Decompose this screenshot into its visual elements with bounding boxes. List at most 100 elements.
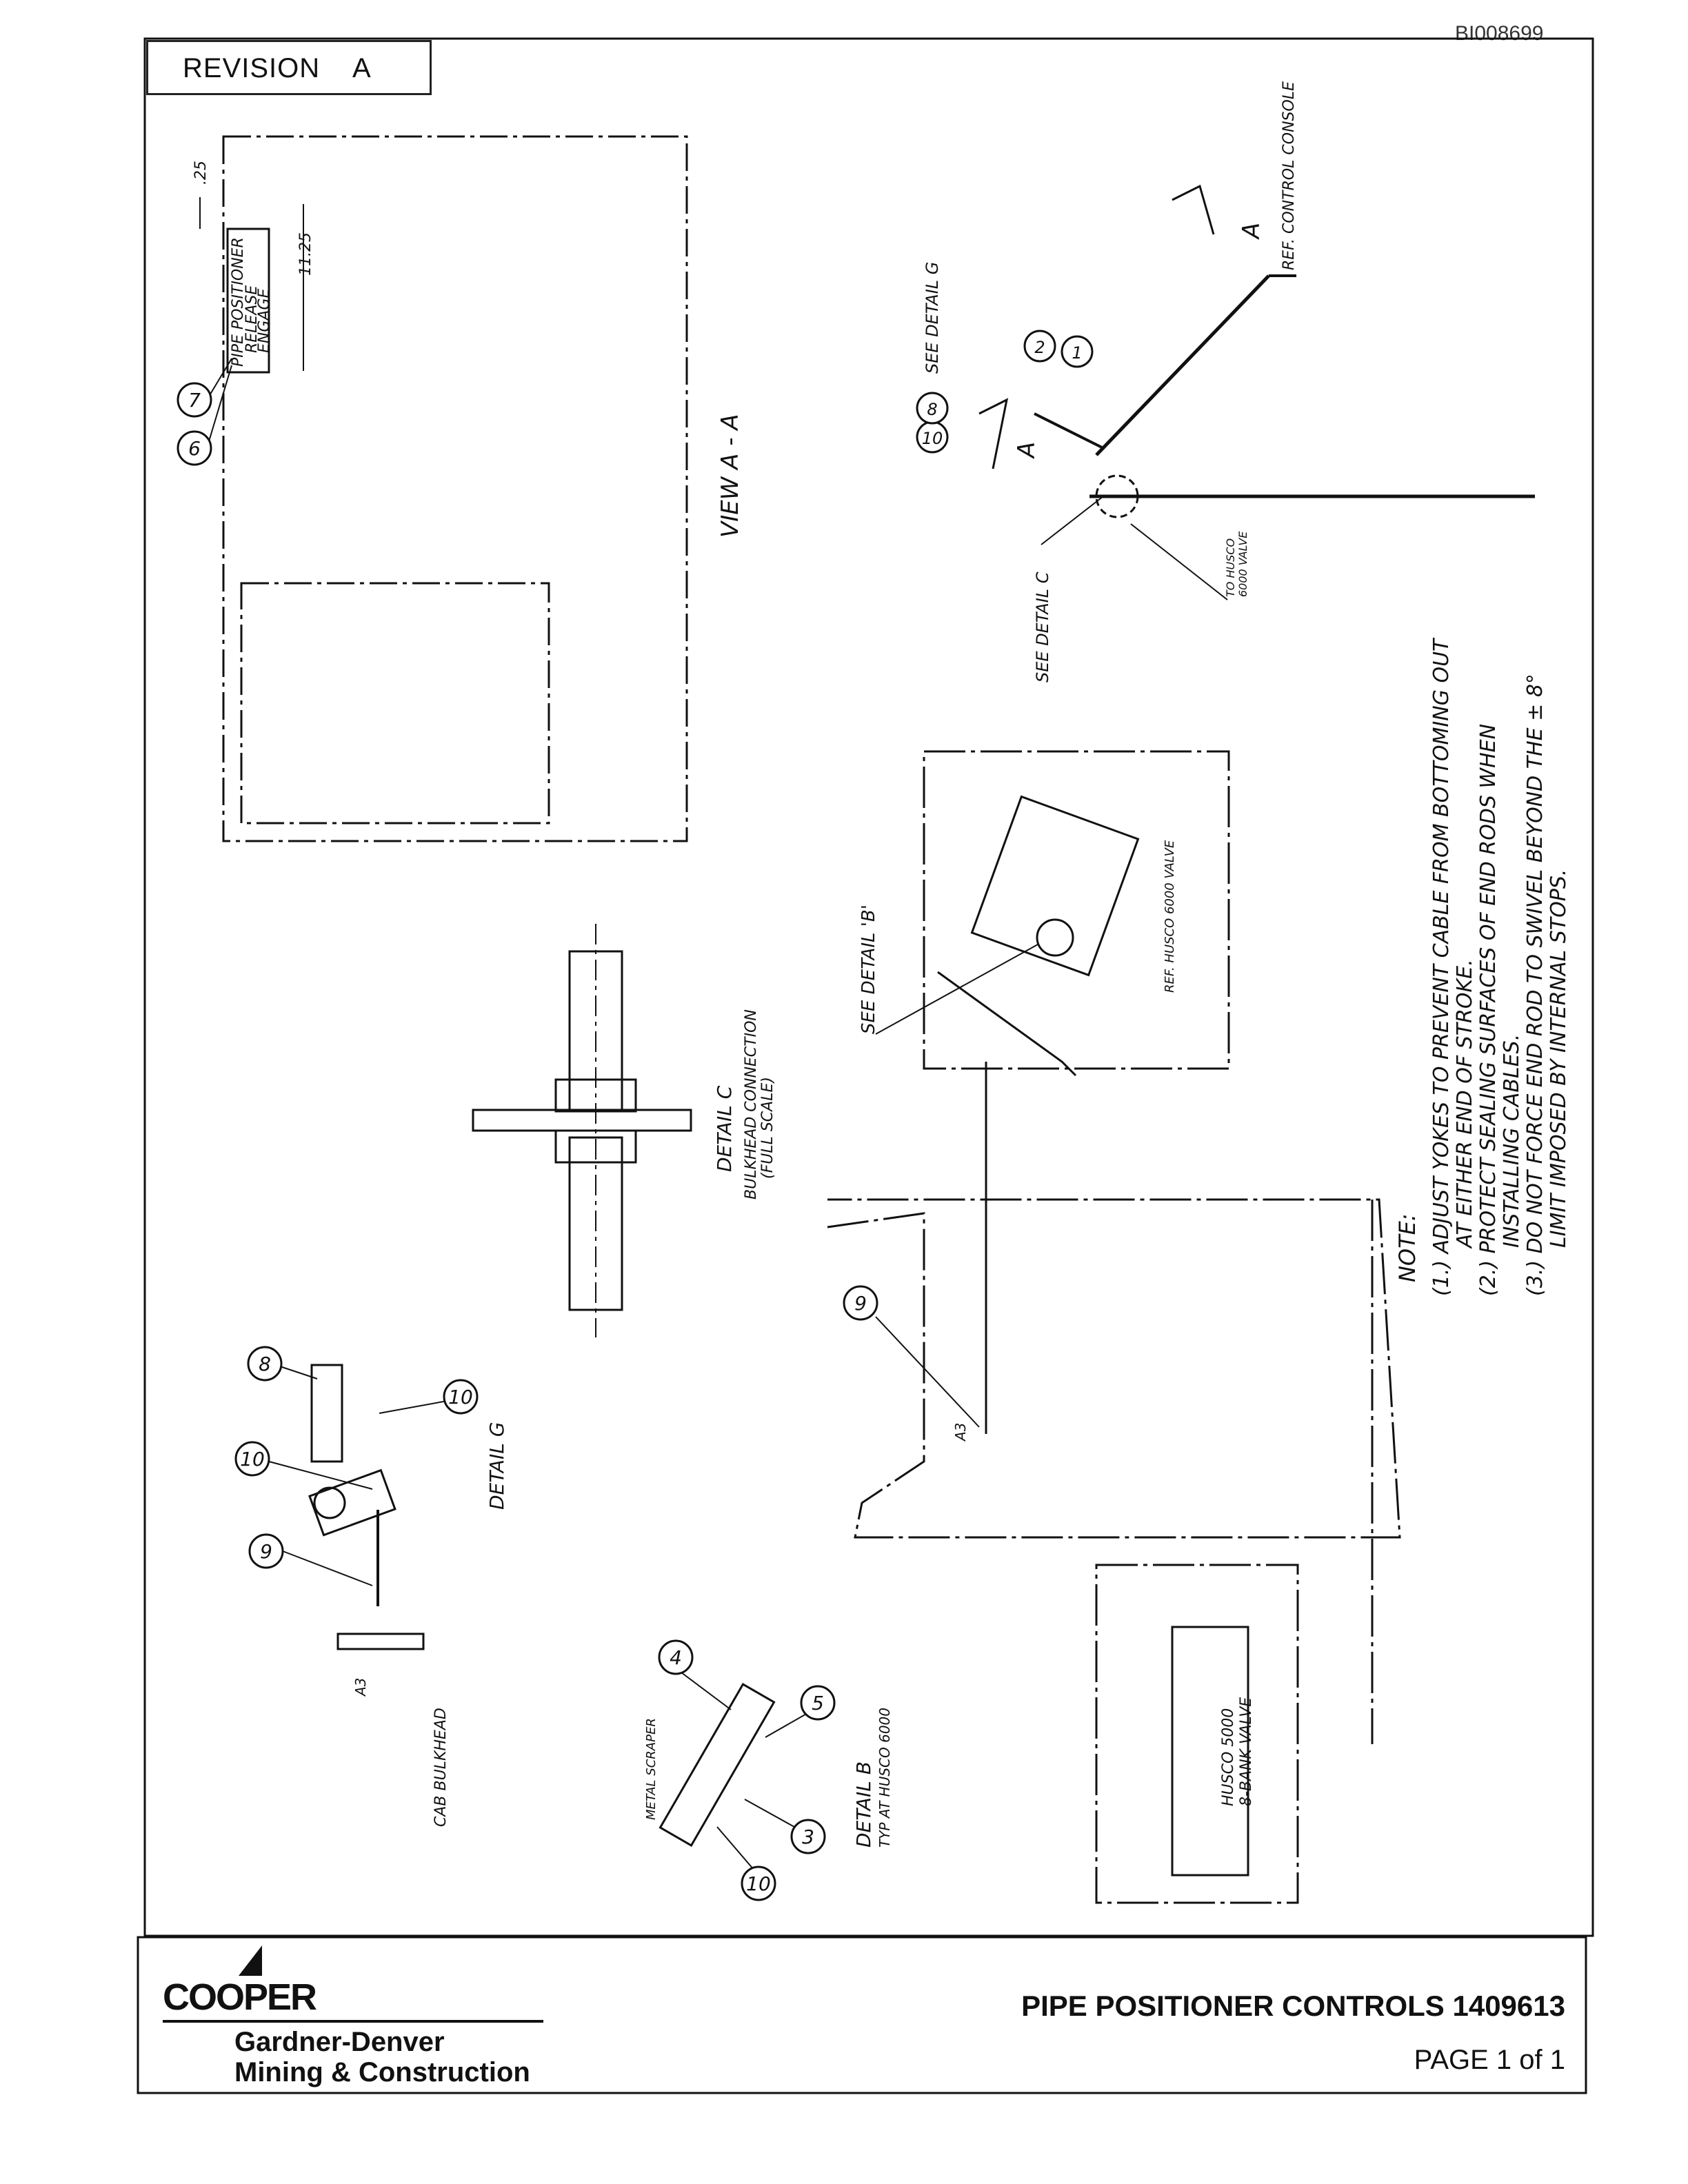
callout-10-main-text: 10 <box>922 429 943 448</box>
callout-10-g-left-text: 10 <box>240 1448 265 1470</box>
logo-flag-icon <box>239 1945 262 1976</box>
detail-b-sub: TYP AT HUSCO 6000 <box>876 1708 893 1848</box>
plate-text-1: PIPE POSITIONER <box>230 237 247 367</box>
lever-arm <box>1034 412 1104 449</box>
page-number: PAGE 1 of 1 <box>1414 2045 1565 2075</box>
see-detail-g-text: SEE DETAIL G <box>923 262 942 374</box>
callout-10-b <box>741 1866 776 1901</box>
logo-division-2: Mining & Construction <box>234 2057 530 2087</box>
leader-callout-7 <box>206 358 232 401</box>
detail-c-lower-tube <box>568 1136 623 1311</box>
leader-callout-6 <box>206 365 232 449</box>
metal-scraper-text: METAL SCRAPER <box>644 1718 659 1820</box>
husco-bank-line1: HUSCO 5000 <box>1220 1708 1237 1806</box>
detail-c-desc: BULKHEAD CONNECTION <box>743 1009 760 1200</box>
detail-g-leader-10b <box>379 1399 456 1414</box>
callout-8-g-text: 8 <box>259 1353 271 1375</box>
plate-text-2: RELEASE <box>243 285 261 353</box>
revision-value: A <box>352 53 371 83</box>
detail-c-scale: (FULL SCALE) <box>759 1077 776 1179</box>
callout-2-main-text: 2 <box>1034 338 1045 357</box>
callout-9-valve-text: 9 <box>854 1292 867 1315</box>
detail-b-label: DETAIL B <box>852 1761 875 1848</box>
callout-8-main <box>916 392 949 425</box>
callout-10-g-right-text: 10 <box>448 1386 473 1408</box>
detail-c-bulkhead-plate <box>472 1109 692 1132</box>
detail-g-bracket <box>310 1364 343 1463</box>
detail-c-upper-tube <box>568 950 623 1111</box>
detail-g-leader-8 <box>275 1364 318 1379</box>
callout-1-main-text: 1 <box>1072 343 1082 363</box>
callout-6 <box>177 430 212 466</box>
detail-g-label: DETAIL G <box>485 1422 508 1510</box>
cab-bulkhead-text: CAB BULKHEAD <box>432 1708 450 1827</box>
detail-c-nut-upper <box>554 1078 637 1113</box>
logo-company-name: COOPER <box>163 1976 317 2018</box>
detail-g-port-label: A3 <box>352 1678 369 1697</box>
note-line-2: AT EITHER END OF STROKE. <box>1453 959 1477 1249</box>
to-husco-text-1: TO HUSCO <box>1224 538 1237 597</box>
callout-9-g-text: 9 <box>260 1540 272 1563</box>
dim-1125-text: 11.25 <box>297 232 314 276</box>
company-logo: COOPER Gardner-Denver Mining & Construct… <box>163 1945 549 2097</box>
detail-g-pivot <box>313 1486 346 1519</box>
husco-bank-outline <box>1095 1564 1299 1904</box>
callout-2-main <box>1023 330 1056 363</box>
detail-g-lever <box>308 1468 396 1537</box>
callout-8-g <box>247 1346 283 1382</box>
note-line-3: (2.) PROTECT SEALING SURFACES OF END ROD… <box>1476 724 1500 1296</box>
note-line-4: INSTALLING CABLES. <box>1500 1034 1524 1248</box>
callout-5-b-text: 5 <box>812 1692 824 1715</box>
cable-line-diagonal <box>1095 274 1270 456</box>
positioner-plate <box>226 228 270 374</box>
leader-detail-c <box>1041 496 1104 545</box>
view-aa-inner-panel <box>240 582 550 825</box>
detail-b-leader-10 <box>716 1826 759 1876</box>
callout-10-b-text: 10 <box>746 1872 771 1895</box>
section-mark-a-upper <box>1172 184 1215 235</box>
see-detail-b-text: SEE DETAIL 'B' <box>858 904 879 1034</box>
callout-4-b <box>658 1639 694 1675</box>
view-aa-outer-panel <box>222 135 688 842</box>
callout-3-b <box>790 1819 826 1854</box>
dim-25-text: .25 <box>192 161 210 185</box>
note-line-5: (3.) DO NOT FORCE END ROD TO SWIVEL BEYO… <box>1523 674 1547 1296</box>
drawing-title: PIPE POSITIONER CONTROLS 1409613 <box>1021 1990 1565 2022</box>
section-mark-a-top: A <box>1238 223 1265 240</box>
callout-7-text: 7 <box>188 389 201 412</box>
leader-callout-9 <box>875 1316 980 1428</box>
section-mark-a-bottom: A <box>1013 442 1041 459</box>
view-aa-title: VIEW A - A <box>716 414 744 538</box>
valve-port-label: A3 <box>952 1423 969 1442</box>
note-line-6: LIMIT IMPOSED BY INTERNAL STOPS. <box>1547 869 1571 1248</box>
valve-housing-outline <box>923 750 1230 1070</box>
document-id: BI008699 <box>1455 22 1544 45</box>
leader-detail-b <box>875 944 1038 1035</box>
callout-10-g-right <box>443 1379 479 1415</box>
callout-7 <box>177 382 212 418</box>
plate-text-3: ENGAGE <box>256 288 273 353</box>
ref-husco-text: REF. HUSCO 6000 VALVE <box>1163 840 1177 993</box>
leader-to-husco <box>1130 523 1228 600</box>
section-mark-a-lower <box>978 398 1009 469</box>
machine-outline <box>827 1198 1401 1539</box>
see-detail-c-text: SEE DETAIL C <box>1033 572 1052 682</box>
note-line-1: (1.) ADJUST YOKES TO PREVENT CABLE FROM … <box>1429 637 1454 1296</box>
callout-9-valve <box>843 1285 878 1321</box>
detail-c-nut-lower <box>554 1129 637 1164</box>
title-block-border <box>137 1936 1587 2094</box>
callout-4-b-text: 4 <box>670 1646 682 1669</box>
pipe-run <box>937 971 1077 1077</box>
detail-g-leader-9 <box>282 1550 373 1586</box>
callout-9-g <box>248 1533 284 1569</box>
detail-c-label: DETAIL C <box>713 1085 736 1172</box>
notes-heading: NOTE: <box>1394 1213 1420 1282</box>
callout-8-main-text: 8 <box>927 400 937 419</box>
logo-rule <box>163 2020 543 2023</box>
callout-10-g-left <box>234 1441 270 1477</box>
pivot-detail-c-circle <box>1095 474 1139 518</box>
detail-b-leader-4 <box>675 1668 732 1710</box>
detail-b-circle <box>1036 918 1074 957</box>
